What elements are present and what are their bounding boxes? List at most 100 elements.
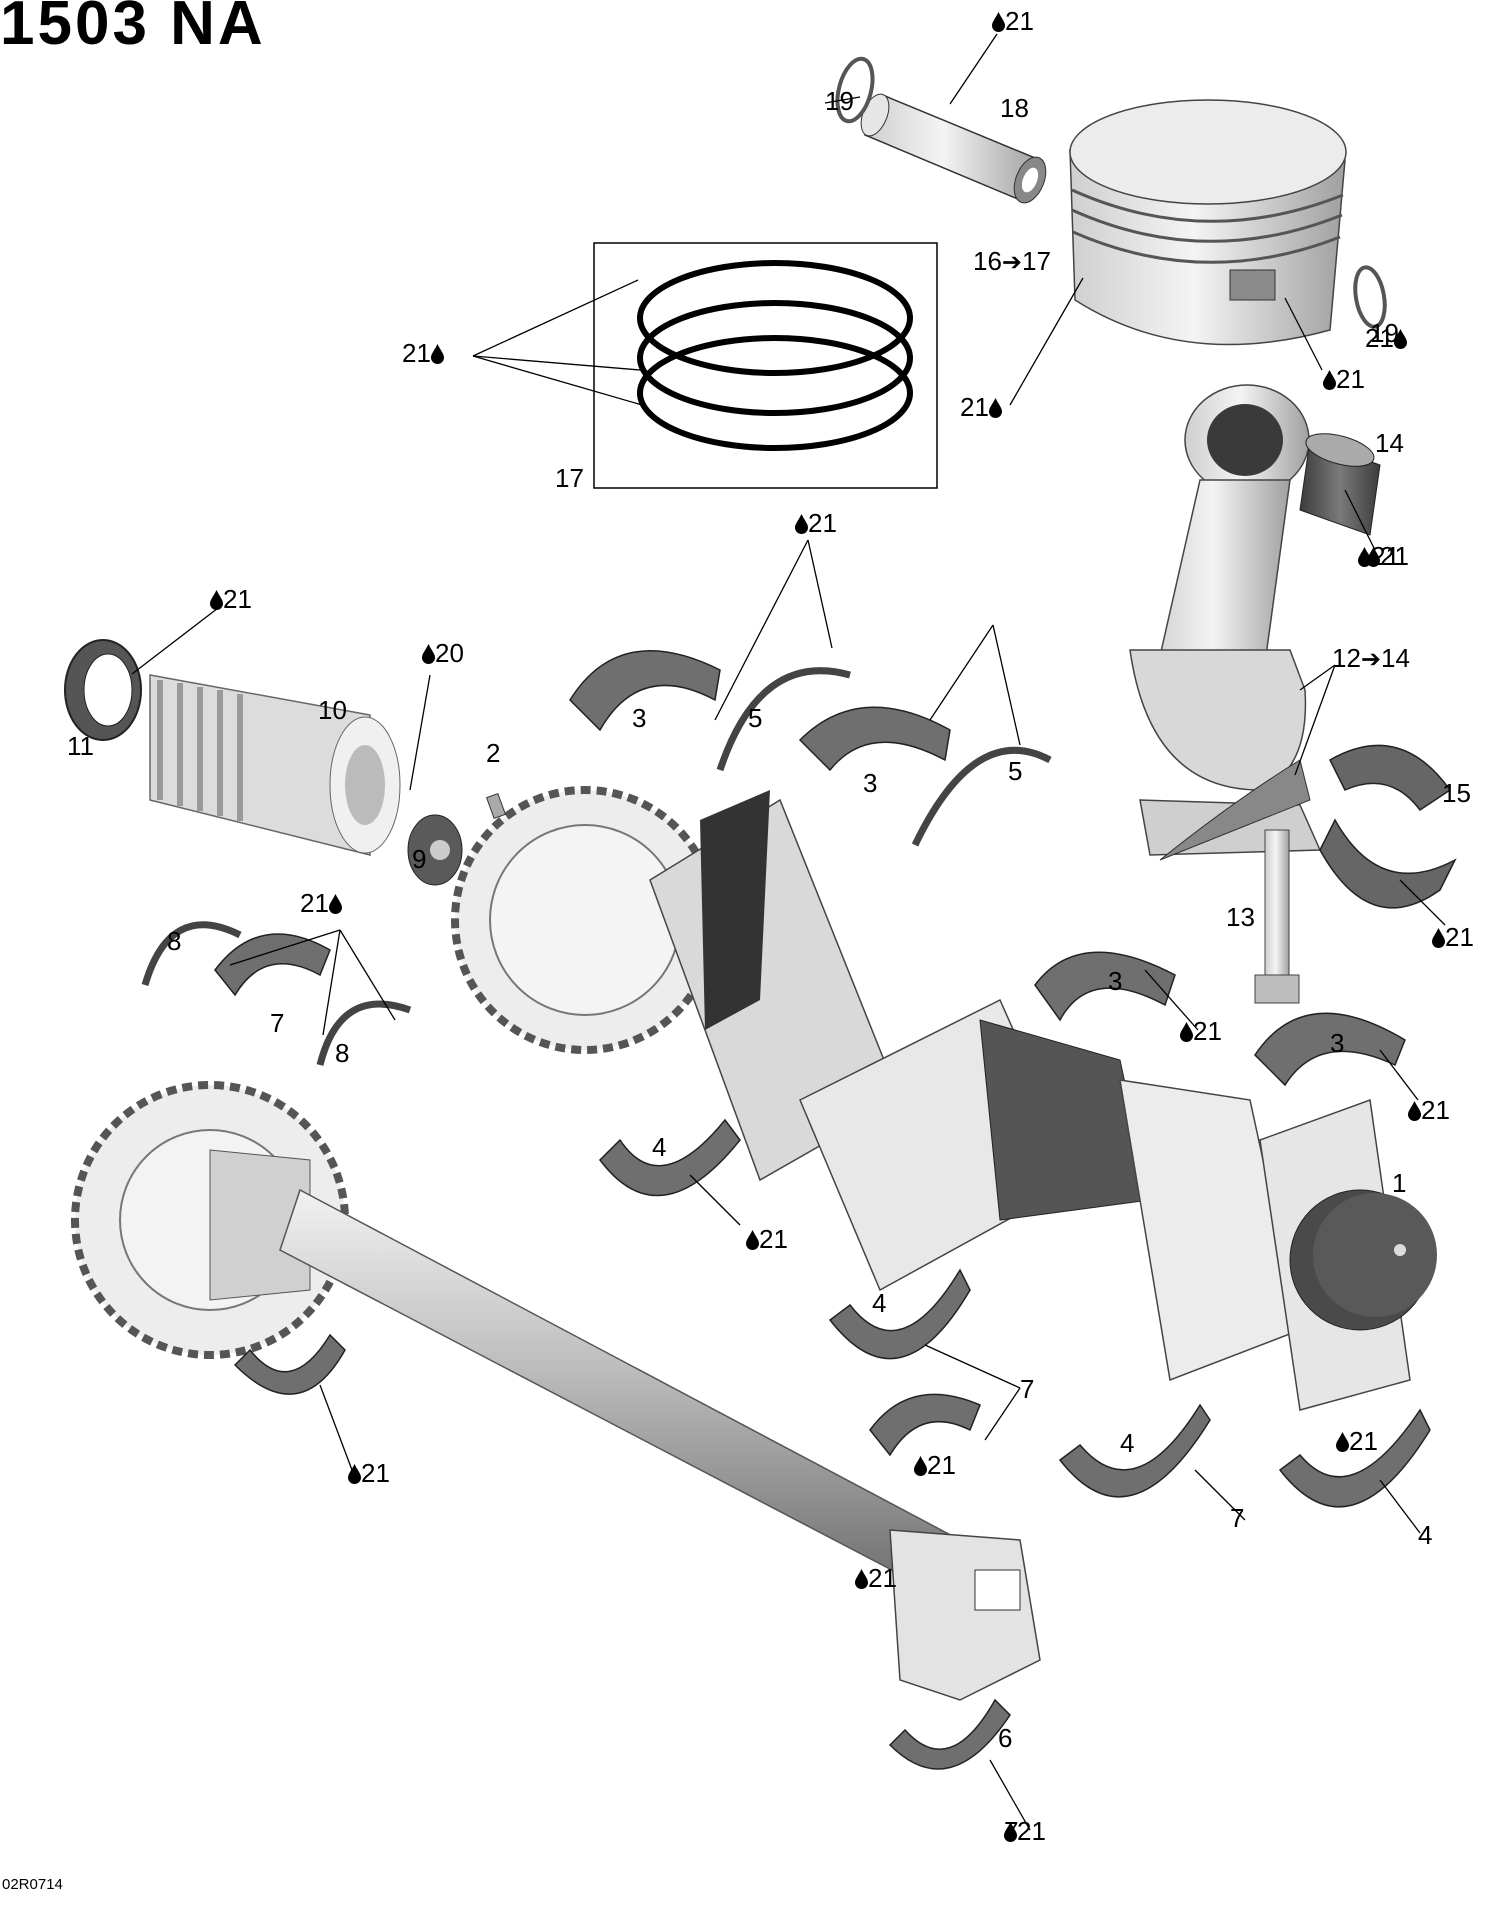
callout-number: 8 xyxy=(167,926,182,956)
callout-34: 3 xyxy=(1330,1030,1344,1056)
piston-pin xyxy=(860,93,1047,204)
main-bearings-upper xyxy=(569,650,1406,1087)
callout-number: 4 xyxy=(1418,1520,1433,1550)
callout-number: 3 xyxy=(632,703,647,733)
callout-number: 21 xyxy=(960,392,989,422)
callout-number: 1 xyxy=(1392,1168,1407,1198)
callout-20: 5 xyxy=(748,705,762,731)
drawing-code: 02R0714 xyxy=(2,1876,63,1893)
callout-number: 20 xyxy=(435,638,464,668)
callout-29: 8 xyxy=(167,928,181,954)
crankshaft xyxy=(451,786,1437,1411)
callout-number: 7 xyxy=(1230,1503,1245,1533)
callout-46: 21 xyxy=(348,1460,390,1486)
oil-drop-icon xyxy=(1432,928,1445,948)
oil-drop-icon xyxy=(746,1230,759,1250)
callout-number: 10 xyxy=(318,695,347,725)
arrow-icon: ➔ xyxy=(1001,249,1023,276)
callout-45: 4 xyxy=(1418,1522,1432,1548)
callout-number: 14 xyxy=(1375,428,1404,458)
callout-number: 21 xyxy=(759,1224,788,1254)
oil-drop-icon xyxy=(988,398,1002,418)
callout-42: 4 xyxy=(1120,1430,1134,1456)
callout-number-to: 14 xyxy=(1381,643,1410,673)
oil-pump-shaft xyxy=(149,674,401,856)
callout-number: 11 xyxy=(67,731,94,761)
callout-12: 21 xyxy=(1367,543,1409,569)
oil-drop-icon xyxy=(1336,1432,1349,1452)
oil-drop-icon xyxy=(1004,1822,1017,1842)
callout-number: 15 xyxy=(1442,778,1471,808)
oil-drop-icon xyxy=(1408,1101,1421,1121)
callout-35: 21 xyxy=(1408,1097,1450,1123)
callout-40: 7 xyxy=(1020,1376,1034,1402)
callout-number: 7 xyxy=(270,1008,285,1038)
callout-1: 19 xyxy=(825,88,854,114)
oil-drop-icon xyxy=(1323,370,1336,390)
oil-drop-icon xyxy=(1180,1022,1193,1042)
oil-drop-icon xyxy=(422,644,435,664)
oil-drop-icon xyxy=(348,1464,361,1484)
rod-bolt xyxy=(1254,829,1300,1004)
callout-number: 13 xyxy=(1226,902,1255,932)
callout-number: 21 xyxy=(1005,6,1034,36)
callout-number: 9 xyxy=(412,844,427,874)
piston-rings xyxy=(637,260,913,451)
callout-15: 20 xyxy=(422,640,464,666)
callout-number: 21 xyxy=(1380,541,1409,571)
arrow-icon: ➔ xyxy=(1360,646,1382,673)
callout-0: 21 xyxy=(992,8,1034,34)
callout-number: 21 xyxy=(1349,1426,1378,1456)
circlip xyxy=(835,56,875,124)
callout-27: 13 xyxy=(1226,904,1255,930)
callout-33: 21 xyxy=(1180,1018,1222,1044)
balance-shaft xyxy=(71,1081,1041,1701)
callout-number: 5 xyxy=(1008,756,1023,786)
oil-drop-icon xyxy=(1393,329,1407,349)
callout-5: 19 xyxy=(1370,320,1399,346)
callout-14: 21 xyxy=(210,586,252,612)
callout-4: 21 xyxy=(1365,325,1407,351)
callout-36: 4 xyxy=(652,1134,666,1160)
callout-26: 21 xyxy=(300,890,342,916)
callout-number-to: 17 xyxy=(1022,246,1051,276)
leader-lines xyxy=(131,33,1446,1831)
callout-50: 21 xyxy=(1004,1818,1046,1844)
callout-number: 3 xyxy=(1330,1028,1345,1058)
oil-pump-rotor xyxy=(407,814,463,886)
callout-number: 3 xyxy=(863,768,878,798)
callout-number: 18 xyxy=(1000,93,1029,123)
callout-number: 21 xyxy=(1365,323,1394,353)
callout-22: 5 xyxy=(1008,758,1022,784)
oil-drop-icon xyxy=(328,894,342,914)
callout-47: 21 xyxy=(855,1565,897,1591)
callout-number: 8 xyxy=(335,1038,350,1068)
callout-number: 16 xyxy=(973,246,1002,276)
callout-number: 21 xyxy=(1193,1016,1222,1046)
callout-31: 8 xyxy=(335,1040,349,1066)
callout-2: 18 xyxy=(1000,95,1029,121)
callout-number: 21 xyxy=(868,1563,897,1593)
callout-9: 17 xyxy=(555,465,584,491)
circlip xyxy=(1353,265,1387,329)
callout-number: 21 xyxy=(1421,1095,1450,1125)
callout-number: 19 xyxy=(825,86,854,116)
callout-39: 4 xyxy=(872,1290,886,1316)
callout-number: 4 xyxy=(652,1132,667,1162)
oil-drop-icon xyxy=(914,1456,927,1476)
callout-number: 21 xyxy=(1336,364,1365,394)
callout-number: 21 xyxy=(808,508,837,538)
callout-number: 12 xyxy=(1332,643,1361,673)
callout-13: 21 xyxy=(795,510,837,536)
main-bearings-lower xyxy=(599,1118,1431,1508)
rod-bearing xyxy=(1319,744,1457,909)
callout-19: 3 xyxy=(632,705,646,731)
callout-18: 11 xyxy=(67,733,94,759)
callout-number: 4 xyxy=(1120,1428,1135,1458)
callout-30: 7 xyxy=(270,1010,284,1036)
callout-43: 7 xyxy=(1230,1505,1244,1531)
oil-drop-icon xyxy=(430,344,444,364)
thrust-washers xyxy=(141,667,1052,1066)
